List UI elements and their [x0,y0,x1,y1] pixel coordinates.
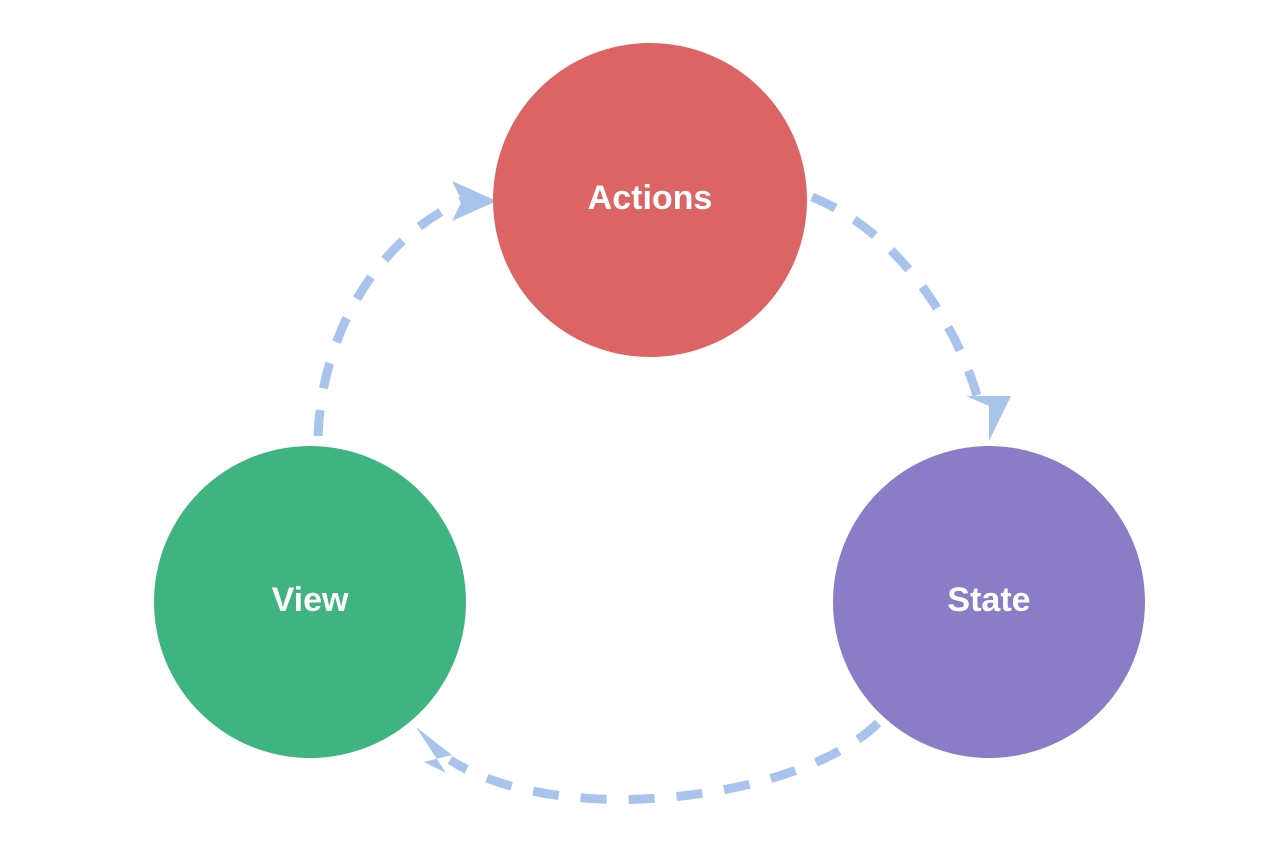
node-state[interactable]: State [833,446,1145,758]
edge-state-to-view-path [447,719,882,804]
node-actions-circle[interactable] [493,43,807,357]
flow-edges-layer [313,181,1011,804]
edge-actions-to-state [810,192,1011,441]
node-view-circle[interactable] [154,446,466,758]
arrowhead-actions-to-state [966,396,1011,441]
edge-actions-to-state-path [810,192,986,413]
edge-view-to-actions-path [313,194,468,437]
node-actions[interactable]: Actions [493,43,807,357]
node-view[interactable]: View [154,446,466,758]
node-state-circle[interactable] [833,446,1145,758]
edge-state-to-view [416,719,882,804]
arrowhead-state-to-view [416,727,452,773]
edge-view-to-actions [313,181,497,437]
arrowhead-view-to-actions [452,181,497,221]
